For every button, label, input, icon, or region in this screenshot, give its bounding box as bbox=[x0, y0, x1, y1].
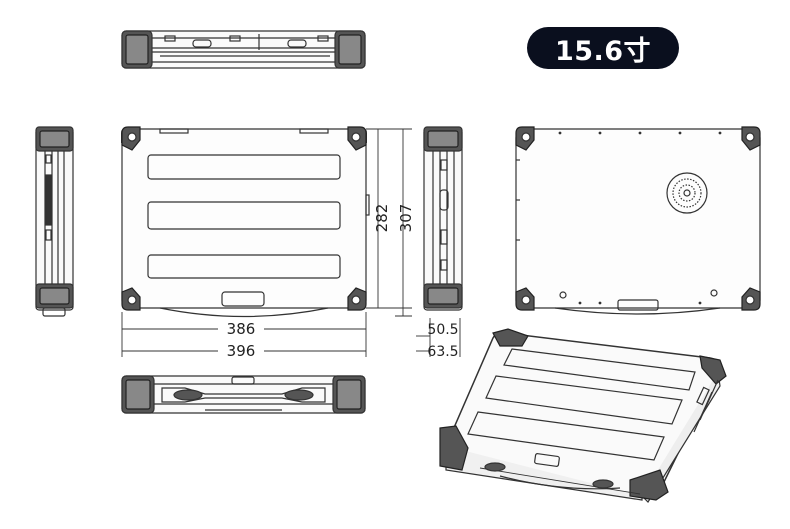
front-view-corners bbox=[121, 126, 367, 311]
dim-outer-height: 307 bbox=[397, 204, 415, 233]
isometric-view bbox=[439, 328, 727, 503]
dim-outer-depth: 63.5 bbox=[427, 344, 458, 360]
dim-inner-height: 282 bbox=[373, 204, 391, 233]
right-side-view bbox=[423, 126, 463, 311]
height-dimension-lines bbox=[366, 128, 412, 317]
top-edge-view bbox=[121, 30, 366, 69]
size-badge: 15.6寸 bbox=[527, 27, 679, 69]
dim-inner-width: 386 bbox=[227, 320, 256, 338]
front-edge-view bbox=[121, 375, 366, 414]
dim-inner-depth: 50.5 bbox=[427, 322, 458, 338]
bottom-view-screws bbox=[558, 131, 722, 305]
width-dimension-lines bbox=[121, 312, 461, 357]
front-view bbox=[121, 128, 370, 318]
dim-outer-width: 396 bbox=[227, 342, 256, 360]
bottom-view bbox=[515, 126, 761, 315]
dimension-labels: 386 396 282 307 50.5 63.5 bbox=[227, 204, 459, 360]
left-side-view bbox=[35, 126, 74, 317]
